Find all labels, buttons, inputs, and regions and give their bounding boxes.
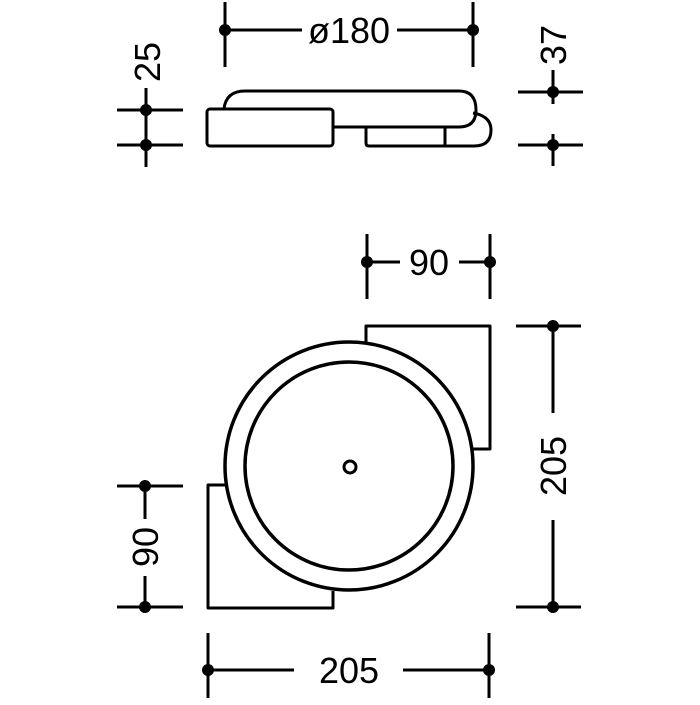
label-diameter: ø180 [308, 10, 390, 51]
center-hole [342, 459, 358, 475]
side-body-top [222, 89, 478, 129]
top-right-bracket [364, 324, 492, 451]
side-left-block [205, 107, 335, 148]
dimension-dots [139, 24, 559, 676]
bottom-left-bracket [206, 483, 335, 610]
side-view [205, 89, 493, 148]
label-left-height: 90 [125, 527, 166, 567]
top-view [206, 324, 492, 610]
side-right-block [364, 128, 447, 148]
dim-height-left [117, 88, 183, 167]
outer-ring [223, 340, 475, 592]
label-right-height: 205 [533, 436, 574, 496]
label-height-left: 25 [127, 42, 168, 82]
inner-ring [243, 360, 455, 572]
label-bottom-width: 205 [319, 650, 379, 691]
label-height-right: 37 [533, 25, 574, 65]
dim-height-right [518, 70, 583, 166]
label-top-width: 90 [409, 242, 449, 283]
side-right-cap [445, 111, 493, 148]
